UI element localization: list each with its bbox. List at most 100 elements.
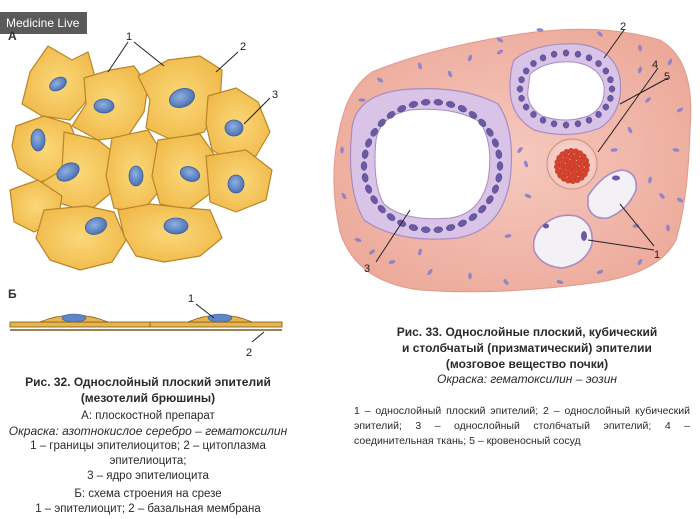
nucleus bbox=[408, 224, 418, 231]
fig33-caption: Рис. 33. Однослойные плоский, кубический… bbox=[364, 324, 690, 387]
tissue-nucleus bbox=[637, 66, 643, 74]
fig33-label-5: 5 bbox=[664, 71, 670, 83]
nucleus bbox=[468, 213, 478, 221]
fig32-callout-lines bbox=[107, 41, 271, 125]
fig33-label-4: 4 bbox=[652, 59, 658, 71]
tissue-nucleus bbox=[340, 146, 344, 154]
nucleus bbox=[496, 161, 504, 171]
nucleus bbox=[421, 226, 431, 233]
nucleus bbox=[495, 149, 503, 159]
nucleus bbox=[360, 161, 368, 171]
tissue-nucleus bbox=[503, 279, 509, 285]
tissue-nucleus bbox=[447, 70, 453, 78]
nucleus bbox=[530, 111, 537, 118]
nucleus bbox=[227, 174, 245, 194]
red-blood-cell bbox=[578, 166, 585, 173]
tissue-nucleus bbox=[418, 62, 422, 70]
nucleus bbox=[562, 49, 570, 57]
tissue-nucleus bbox=[388, 259, 396, 265]
tissue-nucleus bbox=[667, 58, 673, 66]
columnar-epithelium-tube bbox=[349, 88, 513, 240]
tissue-nucleus bbox=[676, 107, 684, 113]
nucleus bbox=[518, 94, 525, 102]
tissue-nucleus bbox=[468, 272, 472, 280]
nucleus bbox=[602, 67, 610, 75]
tissue-nucleus bbox=[496, 37, 504, 43]
blood-vessel bbox=[546, 138, 598, 190]
nucleus bbox=[61, 313, 87, 323]
tissue-nucleus bbox=[556, 280, 564, 284]
nucleus bbox=[602, 103, 610, 111]
nucleus bbox=[433, 99, 443, 106]
fig32-legend-b: 1 – эпителиоцит; 2 – базальная мембрана bbox=[35, 503, 261, 515]
fig32-caption: Рис. 32. Однослойный плоский эпителий (м… bbox=[0, 374, 296, 517]
nucleus bbox=[522, 103, 530, 111]
tissue-nucleus bbox=[638, 44, 642, 52]
nucleus bbox=[550, 50, 558, 58]
fig33-label-1: 1 bbox=[654, 249, 660, 261]
nucleus bbox=[518, 76, 525, 84]
nucleus bbox=[433, 226, 443, 233]
fig32b-label-1: 1 bbox=[188, 293, 194, 305]
tissue-nucleus bbox=[596, 269, 604, 275]
nucleus bbox=[468, 111, 478, 119]
tissue-nucleus bbox=[536, 28, 544, 32]
tissue-nucleus bbox=[377, 77, 383, 83]
nucleus bbox=[365, 184, 373, 194]
tissue-nucleus bbox=[627, 126, 633, 134]
nucleus bbox=[179, 166, 201, 182]
nucleus bbox=[446, 224, 456, 231]
fig33-title-line3: (мозговое вещество почки) bbox=[445, 357, 609, 371]
tissue-nucleus bbox=[666, 224, 670, 232]
fig32-part-b: Б: схема строения на срезе bbox=[74, 488, 222, 500]
fig32-legend-a-line1: 1 – границы эпителиоцитов; 2 – цитоплазм… bbox=[30, 440, 266, 467]
fig32b-callout-lines bbox=[195, 303, 265, 343]
nucleus bbox=[585, 54, 593, 62]
tissue-nucleus bbox=[517, 147, 523, 153]
nucleus bbox=[84, 217, 108, 235]
nucleus bbox=[377, 118, 386, 127]
fig32-title-line1: Рис. 32. Однослойный плоский эпителий bbox=[25, 375, 271, 389]
tissue-nucleus bbox=[597, 31, 603, 37]
tissue-nucleus bbox=[610, 148, 618, 152]
nucleus bbox=[386, 213, 396, 221]
tissue-nucleus bbox=[637, 258, 643, 266]
nucleus bbox=[516, 85, 524, 93]
fig33-label-2: 2 bbox=[620, 21, 626, 33]
nucleus bbox=[539, 116, 547, 124]
watermark: Medicine Live bbox=[0, 12, 88, 34]
nucleus bbox=[169, 88, 195, 108]
nucleus bbox=[361, 173, 369, 183]
tissue-nucleus bbox=[358, 98, 366, 102]
tissue-nucleus bbox=[467, 54, 473, 62]
fig33-title-line2: и столбчатый (призматический) эпителии bbox=[402, 341, 652, 355]
nucleus bbox=[370, 127, 378, 137]
tissue-nucleus bbox=[659, 193, 665, 199]
nucleus bbox=[595, 111, 602, 118]
nucleus bbox=[49, 76, 67, 92]
epithelial-nuclei bbox=[30, 76, 245, 235]
nucleus bbox=[491, 138, 499, 148]
tissue-nucleus bbox=[354, 237, 362, 243]
tissue-nucleus bbox=[524, 193, 532, 199]
nucleus bbox=[446, 101, 456, 108]
nucleus bbox=[128, 165, 144, 187]
tissue-nucleus bbox=[427, 268, 433, 276]
fig32-label-1: 1 bbox=[126, 31, 132, 43]
fig32-legend-a-line2: 3 – ядро эпителиоцита bbox=[87, 470, 209, 482]
tissue-nucleus bbox=[632, 224, 640, 228]
tissue-nucleus bbox=[369, 249, 375, 255]
nucleus bbox=[574, 50, 582, 58]
nucleus bbox=[495, 173, 503, 183]
nucleus bbox=[56, 162, 80, 182]
nucleus bbox=[361, 149, 369, 159]
red-blood-cell bbox=[578, 174, 585, 181]
nucleus bbox=[491, 184, 499, 194]
fig32-stain: Окраска: азотнокислое серебро – гематокс… bbox=[8, 424, 288, 438]
nucleus bbox=[595, 60, 602, 67]
nucleus bbox=[562, 121, 570, 129]
nucleus bbox=[457, 105, 467, 113]
fig33-title-line1: Рис. 33. Однослойные плоский, кубический bbox=[396, 325, 658, 339]
